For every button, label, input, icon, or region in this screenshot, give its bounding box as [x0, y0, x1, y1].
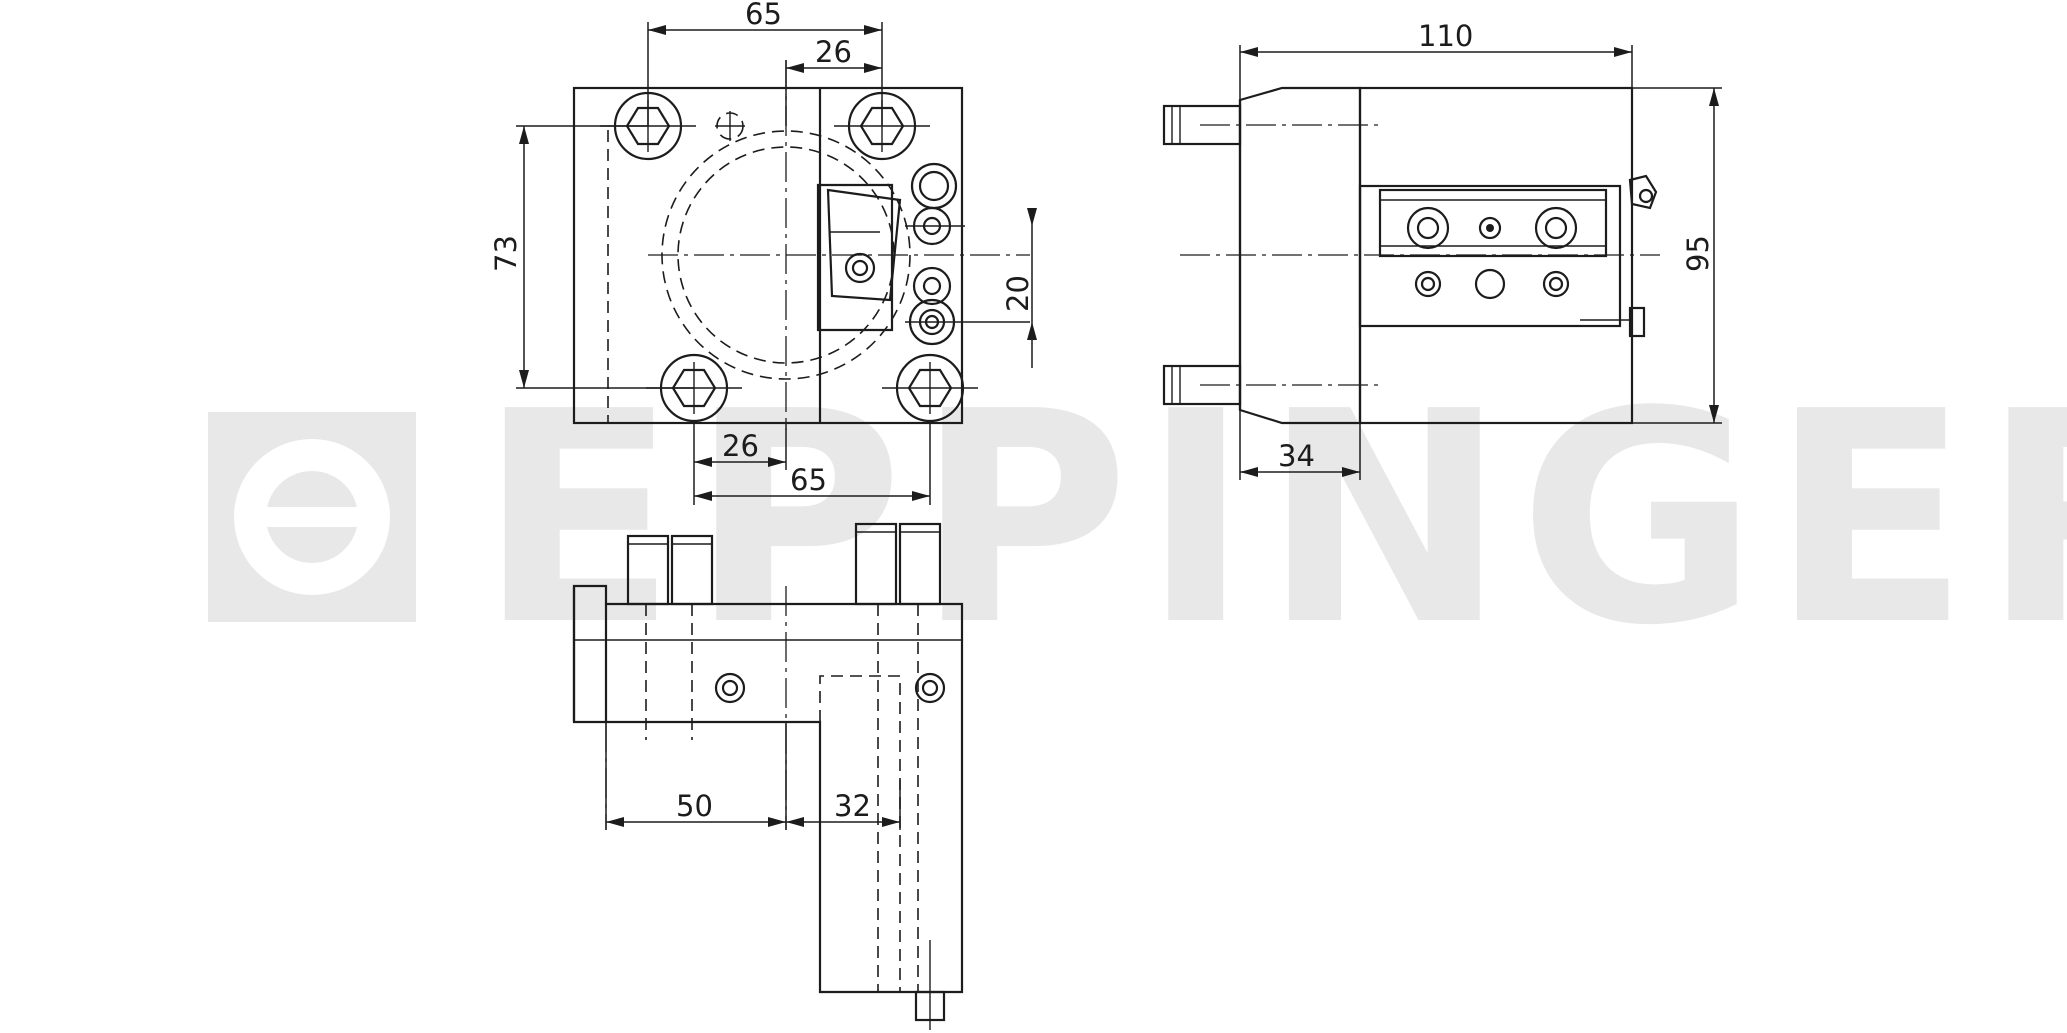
dim-26-top-label: 26 — [815, 35, 852, 69]
dim-20-label: 20 — [1001, 275, 1035, 312]
dim-73-label: 73 — [489, 235, 523, 272]
top-coolant-nozzle — [914, 940, 946, 1030]
dim-26-bottom-label: 26 — [722, 429, 759, 463]
front-view: 65 26 73 20 26 65 — [489, 0, 1037, 505]
dim-34-label: 34 — [1278, 439, 1315, 473]
side-screw-1 — [1406, 206, 1450, 250]
side-screw-3 — [1534, 206, 1578, 250]
front-dowel-pin — [715, 111, 745, 141]
side-coolant-nozzle — [1580, 174, 1658, 338]
side-screw-4 — [1414, 270, 1442, 298]
front-bolt-bottom-right — [882, 353, 978, 423]
top-screw-left — [714, 672, 746, 704]
side-screw-5 — [1474, 268, 1506, 300]
side-screw-2 — [1478, 216, 1502, 240]
side-tool-slot — [1358, 184, 1622, 328]
top-pin-4 — [898, 522, 942, 606]
dim-32-label: 32 — [834, 789, 871, 823]
dim-95-label: 95 — [1681, 235, 1715, 272]
front-screw-2 — [905, 206, 965, 246]
dim-110-label: 110 — [1418, 19, 1473, 53]
top-view-outline — [572, 584, 964, 994]
dim-65-top-label: 65 — [745, 0, 782, 31]
top-hidden-slot — [819, 675, 901, 992]
side-view: 110 95 34 — [1162, 19, 1722, 480]
front-screw-1 — [910, 162, 958, 210]
top-pin-1 — [626, 534, 670, 606]
side-screw-6 — [1542, 270, 1570, 298]
dim-50-label: 50 — [676, 789, 713, 823]
top-pin-3 — [854, 522, 898, 606]
watermark-text: EPPINGER — [478, 349, 2067, 689]
dim-65-bottom-label: 65 — [790, 463, 827, 497]
top-view: 50 32 — [572, 522, 964, 1030]
front-screw-3 — [912, 266, 952, 306]
watermark-logo-bar — [262, 507, 372, 527]
front-clamp-wedge — [816, 183, 902, 332]
brand-watermark: EPPINGER — [208, 349, 2067, 689]
top-screw-right — [914, 672, 946, 704]
side-clamp-bar — [1378, 188, 1608, 258]
front-screw-4 — [905, 298, 1030, 346]
